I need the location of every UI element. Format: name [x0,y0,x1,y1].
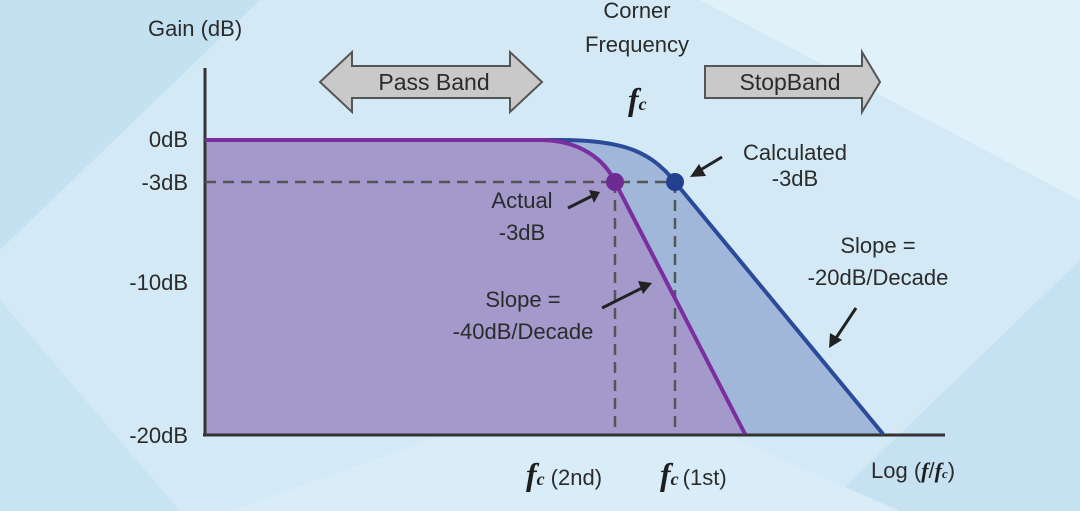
pass-band-label: Pass Band [378,69,489,95]
corner-label-line1: Corner [603,0,670,23]
actual-label-line1: Actual [491,188,552,213]
stop-band-label: StopBand [739,69,840,95]
slope20-label-line1: Slope = [840,233,915,258]
corner-fc-symbol: fc [628,81,647,117]
slope20-arrow [829,307,858,348]
slope20-label-line2: -20dB/Decade [808,265,949,290]
slope40-arrow [601,281,652,310]
slope40-label-line1: Slope = [485,287,560,312]
y-tick-3db: -3dB [142,170,188,195]
actual-label-line2: -3dB [499,220,545,245]
y-axis-title: Gain (dB) [148,16,242,41]
actual-3db-point [606,173,624,191]
slope40-label-line2: -40dB/Decade [453,319,594,344]
second-order-fill [205,140,745,434]
minus3db-guides [205,180,677,434]
calculated-label-line1: Calculated [743,140,847,165]
corner-label-line2: Frequency [585,32,689,57]
calculated-3db-point [666,173,684,191]
y-tick-0db: 0dB [149,127,188,152]
actual-arrow [567,190,600,210]
fc-2nd-label: fc(2nd) [526,456,602,492]
x-axis-title: Log (f/fc) [871,458,955,483]
pass-band-arrow [318,49,544,115]
y-tick-20db: -20dB [129,423,188,448]
y-tick-10db: -10dB [129,270,188,295]
calculated-label-line2: -3dB [772,166,818,191]
fc-1st-label: fc(1st) [660,456,727,492]
calculated-arrow [690,155,723,177]
stop-band-arrow [704,48,882,116]
